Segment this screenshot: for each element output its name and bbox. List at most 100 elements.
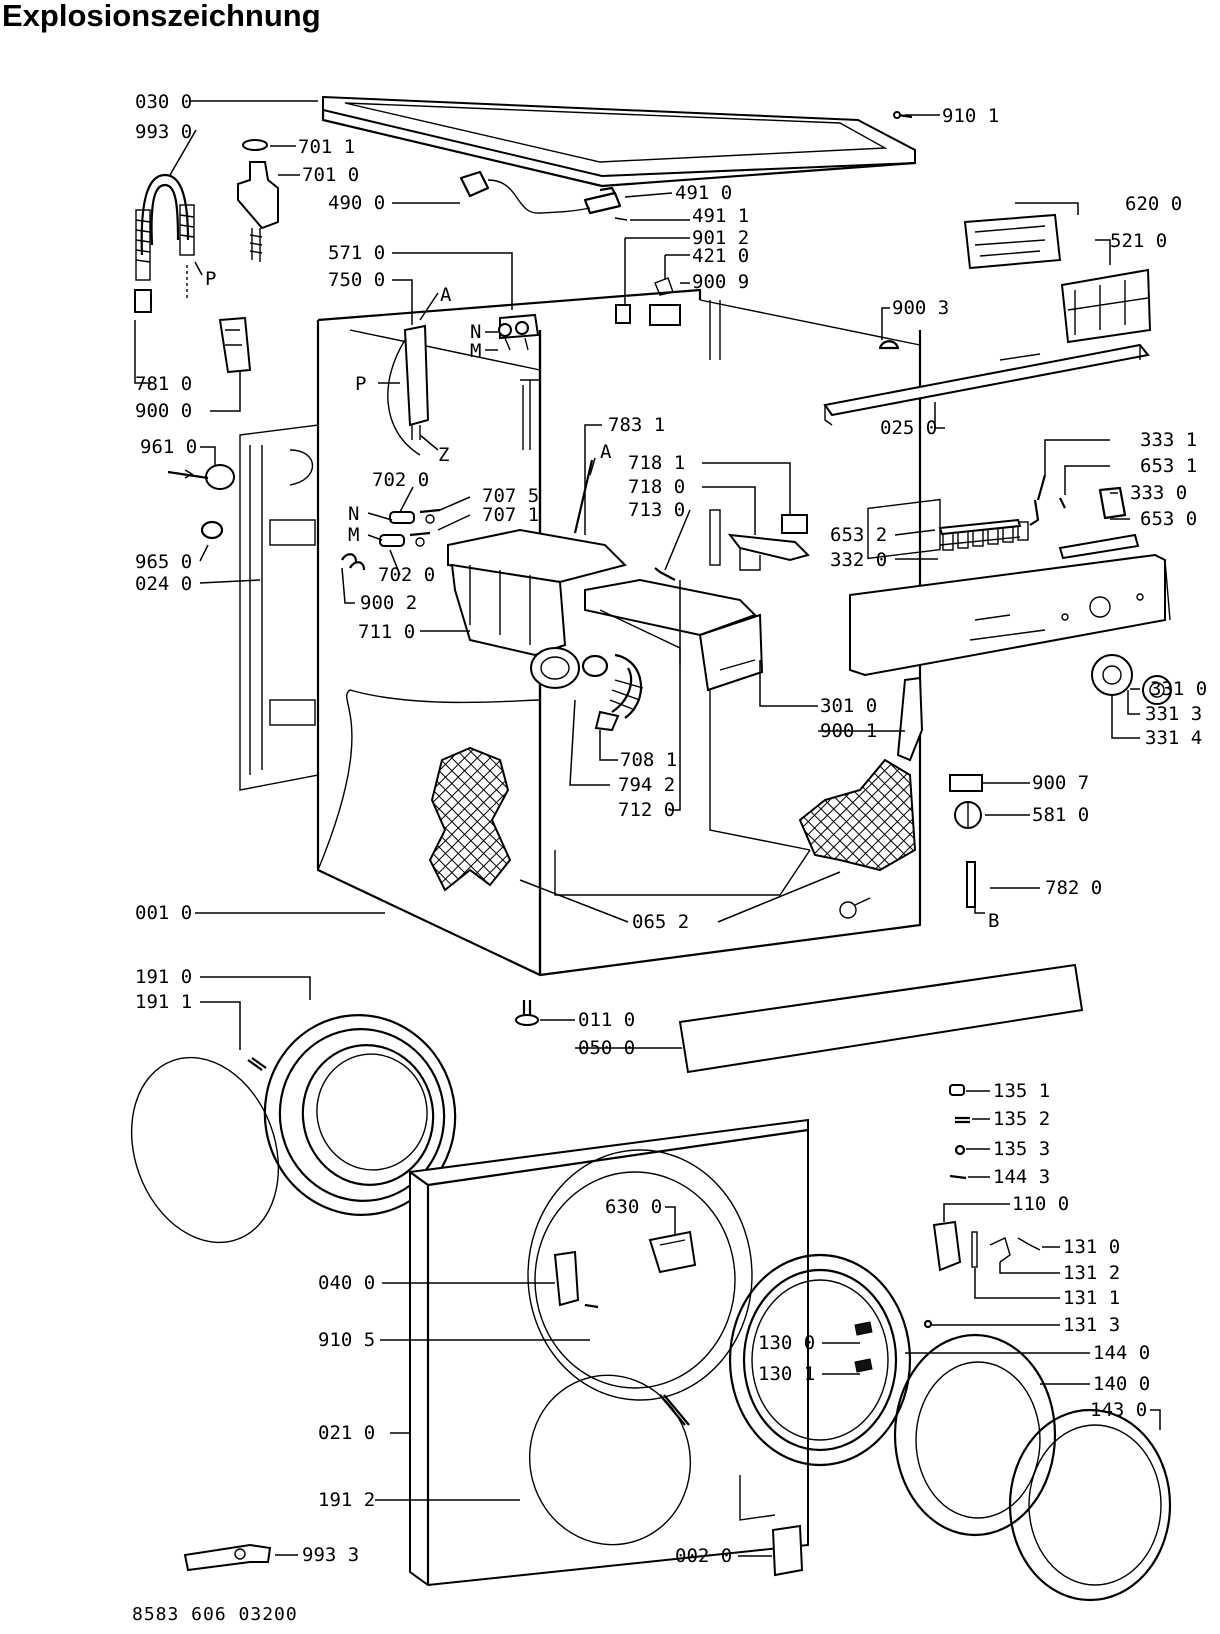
door-lock-part (648, 1230, 697, 1274)
callout-521-0: 521 0 (1110, 230, 1167, 252)
siphon-part (709, 509, 810, 571)
dispenser-housing-part (447, 528, 627, 689)
control-panel-part (849, 498, 1171, 677)
callout-021-0: 021 0 (318, 1422, 375, 1444)
callout-135-3: 135 3 (993, 1138, 1050, 1160)
callout-040-0: 040 0 (318, 1272, 375, 1294)
callout-135-1: 135 1 (993, 1080, 1050, 1102)
callout-191-1: 191 1 (135, 991, 192, 1013)
insulation-mat-right (798, 758, 917, 872)
screw-910-5 (584, 1303, 599, 1309)
callout-a-upper: A (440, 284, 452, 306)
callout-965-0: 965 0 (135, 551, 192, 573)
rear-panel-part (239, 424, 319, 791)
callout-581-0: 581 0 (1032, 804, 1089, 826)
callout-712-0: 712 0 (618, 799, 675, 821)
callout-707-5: 707 5 (482, 485, 539, 507)
screw-910-1 (893, 111, 913, 119)
callout-n-fitting: N (348, 503, 359, 525)
lever-parts (1029, 474, 1127, 526)
callout-p-left: P (205, 268, 216, 290)
callout-713-0: 713 0 (628, 499, 685, 521)
detergent-drawer-part (584, 578, 764, 692)
callout-331-4: 331 4 (1145, 727, 1202, 749)
clip-900-3 (878, 340, 900, 350)
hinge-040-0 (553, 1250, 580, 1307)
callout-702-0-upper: 702 0 (372, 469, 429, 491)
clamp-ring-part (130, 1056, 280, 1244)
callout-701-1: 701 1 (298, 136, 355, 158)
callout-140-0: 140 0 (1093, 1373, 1150, 1395)
callout-002-0: 002 0 (675, 1545, 732, 1567)
callout-331-0: 331 0 (1150, 678, 1207, 700)
callout-900-2: 900 2 (360, 592, 417, 614)
callout-900-0: 900 0 (135, 400, 192, 422)
callout-490-0: 490 0 (328, 192, 385, 214)
callout-993-0: 993 0 (135, 121, 192, 143)
callout-707-1: 707 1 (482, 504, 539, 526)
callout-130-1: 130 1 (758, 1363, 815, 1385)
cover-002-0 (771, 1524, 804, 1577)
callout-110-0: 110 0 (1012, 1193, 1069, 1215)
page-title: Explosionszeichnung (2, 0, 321, 33)
callout-708-1: 708 1 (620, 749, 677, 771)
foot-part (515, 1000, 539, 1026)
callout-653-1: 653 1 (1140, 455, 1197, 477)
callout-961-0: 961 0 (140, 436, 197, 458)
leader-lines (134, 100, 1161, 1557)
callout-750-0: 750 0 (328, 269, 385, 291)
callout-130-0: 130 0 (758, 1332, 815, 1354)
control-board-part (963, 213, 1062, 270)
callout-131-1: 131 1 (1063, 1287, 1120, 1309)
callout-783-1: 783 1 (608, 414, 665, 436)
callout-p-sensor: P (355, 373, 366, 395)
callout-620-0: 620 0 (1125, 193, 1182, 215)
callout-m-valve: M (470, 340, 481, 362)
door-glass-part (893, 1333, 1057, 1537)
callout-131-3: 131 3 (1063, 1314, 1120, 1336)
callout-z: Z (438, 444, 449, 466)
callout-a-lower: A (600, 441, 612, 463)
bellows-hose-part (581, 653, 644, 732)
callout-900-1: 900 1 (820, 720, 877, 742)
callout-491-0: 491 0 (675, 182, 732, 204)
callout-065-2: 065 2 (632, 911, 689, 933)
callout-901-2: 901 2 (692, 227, 749, 249)
callout-653-2: 653 2 (830, 524, 887, 546)
callout-143-0: 143 0 (1090, 1399, 1147, 1421)
callout-024-0: 024 0 (135, 573, 192, 595)
callout-m-fitting: M (348, 524, 359, 546)
callout-900-9: 900 9 (692, 271, 749, 293)
callout-030-0: 030 0 (135, 91, 192, 113)
callout-702-0-lower: 702 0 (378, 564, 435, 586)
inlet-hose-part (134, 173, 195, 313)
insulation-mat-left (428, 746, 512, 892)
heater-sensor-part (949, 774, 983, 829)
callout-900-7: 900 7 (1032, 772, 1089, 794)
interference-filter-part (615, 277, 681, 326)
callout-711-0: 711 0 (358, 621, 415, 643)
door-frame-part (728, 1253, 912, 1467)
callout-794-2: 794 2 (618, 774, 675, 796)
document-number: 8583 606 03200 (132, 1604, 298, 1625)
inlet-valve-knob (237, 139, 279, 262)
callout-191-2: 191 2 (318, 1489, 375, 1511)
spring-191-2 (659, 1394, 690, 1426)
small-screws-part (949, 1084, 970, 1180)
door-seal-part (263, 1014, 457, 1216)
callout-144-0: 144 0 (1093, 1342, 1150, 1364)
callout-331-3: 331 3 (1145, 703, 1202, 725)
callout-571-0: 571 0 (328, 242, 385, 264)
callout-191-0: 191 0 (135, 966, 192, 988)
tool-993-3 (183, 1543, 272, 1572)
electronic-module-part (1060, 268, 1152, 344)
power-cord-part (459, 170, 628, 221)
callout-718-0: 718 0 (628, 476, 685, 498)
callout-653-0: 653 0 (1140, 508, 1197, 530)
callout-144-3: 144 3 (993, 1166, 1050, 1188)
pressure-switch-part (387, 324, 430, 456)
callout-050-0: 050 0 (578, 1037, 635, 1059)
callout-910-1: 910 1 (942, 105, 999, 127)
front-panel-part (409, 1118, 809, 1587)
inner-door-part (1008, 1408, 1172, 1602)
